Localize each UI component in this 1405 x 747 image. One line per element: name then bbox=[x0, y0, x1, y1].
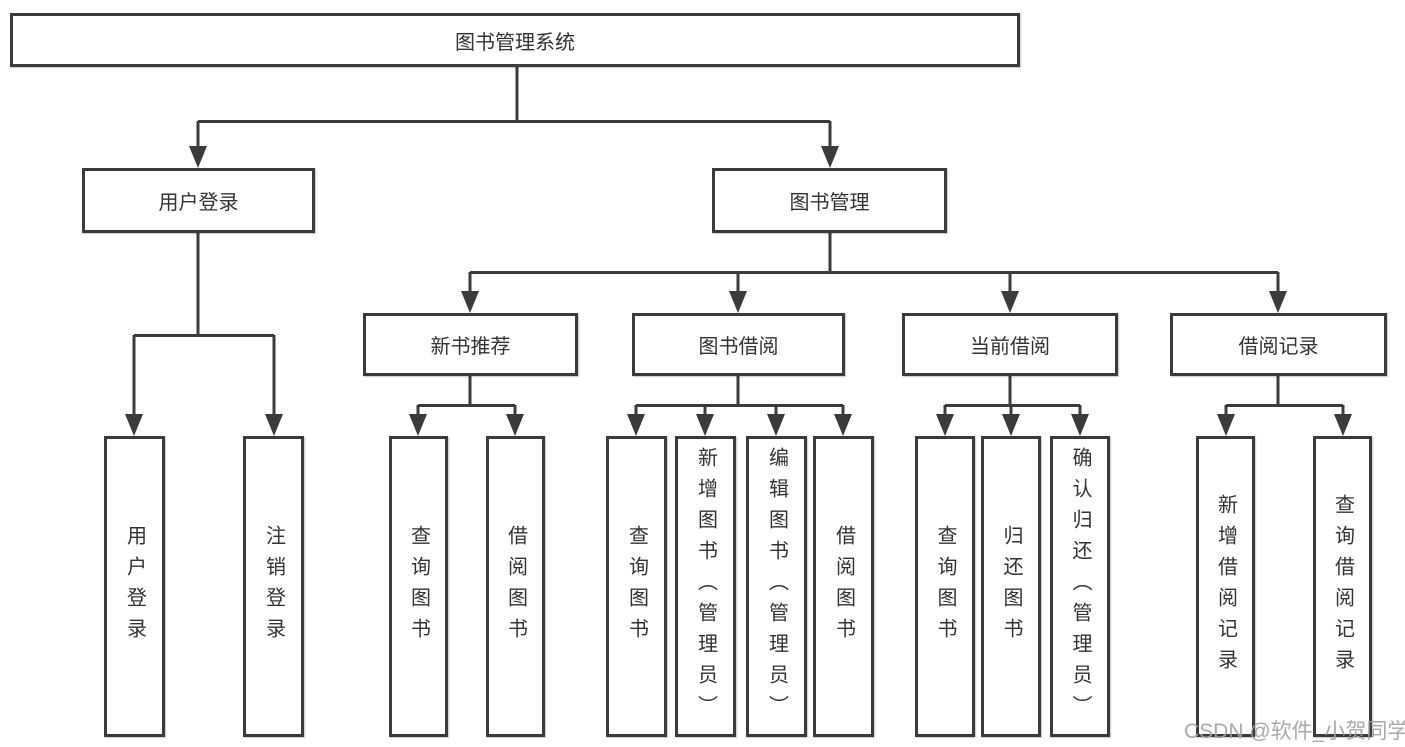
leaf-user-login-label: 用户登录 bbox=[123, 524, 146, 649]
arrow-down-icon bbox=[461, 291, 1287, 313]
leaf-rec-query-books: 查询图书 bbox=[389, 436, 448, 737]
branch-borrow-records bbox=[1224, 376, 1345, 416]
leaf-rec-borrow-books: 借阅图书 bbox=[486, 436, 545, 737]
leaf-cb-query-books-label: 查询图书 bbox=[934, 524, 956, 649]
node-user-login-label: 用户登录 bbox=[158, 192, 239, 214]
node-book-management-label: 图书管理 bbox=[789, 192, 870, 214]
node-user-login: 用户登录 bbox=[82, 168, 315, 233]
leaf-cb-return-books-label: 归还图书 bbox=[1000, 524, 1022, 649]
branch-current-borrow bbox=[943, 376, 1082, 416]
leaf-bb-add-books-admin: 新增图书（管理员） bbox=[675, 436, 736, 737]
leaf-br-add-record-label: 新增借阅记录 bbox=[1214, 493, 1237, 680]
node-current-borrowing: 当前借阅 bbox=[902, 313, 1118, 376]
node-current-borrowing-label: 当前借阅 bbox=[970, 336, 1050, 358]
leaf-bb-edit-books-admin: 编辑图书（管理员） bbox=[746, 436, 807, 737]
leaf-bb-query-books-label: 查询图书 bbox=[625, 524, 648, 649]
leaf-bb-query-books: 查询图书 bbox=[606, 436, 667, 737]
arrow-down-icon bbox=[125, 414, 283, 436]
node-book-borrowing: 图书借阅 bbox=[632, 313, 845, 376]
leaf-user-login: 用户登录 bbox=[104, 436, 165, 737]
branch-new-book-rec bbox=[416, 376, 517, 416]
leaf-rec-query-books-label: 查询图书 bbox=[407, 524, 430, 649]
leaf-cb-confirm-return-admin: 确认归还（管理员） bbox=[1050, 436, 1110, 737]
csdn-watermark: CSDN @软件_小贺同学 bbox=[1184, 720, 1405, 743]
node-new-book-recommendation-label: 新书推荐 bbox=[430, 336, 511, 358]
leaf-br-query-record: 查询借阅记录 bbox=[1313, 436, 1372, 737]
arrow-down-icon bbox=[936, 414, 1089, 436]
leaf-logout: 注销登录 bbox=[243, 436, 304, 737]
node-borrowing-records: 借阅记录 bbox=[1170, 313, 1387, 376]
leaf-rec-borrow-books-label: 借阅图书 bbox=[504, 524, 527, 649]
node-new-book-recommendation: 新书推荐 bbox=[363, 313, 578, 376]
branch-book-mgmt bbox=[468, 233, 1280, 293]
branch-root bbox=[196, 67, 832, 148]
node-book-borrowing-label: 图书借阅 bbox=[698, 336, 779, 358]
leaf-br-query-record-label: 查询借阅记录 bbox=[1331, 493, 1354, 680]
arrow-down-icon bbox=[1217, 414, 1352, 436]
leaf-cb-confirm-return-admin-label: 确认归还（管理员） bbox=[1069, 447, 1091, 726]
node-borrowing-records-label: 借阅记录 bbox=[1238, 336, 1319, 358]
leaf-bb-edit-books-admin-label: 编辑图书（管理员） bbox=[765, 447, 788, 726]
node-root: 图书管理系统 bbox=[10, 13, 1020, 67]
arrow-down-icon bbox=[189, 146, 839, 168]
leaf-bb-borrow-books: 借阅图书 bbox=[813, 436, 874, 737]
leaf-br-add-record: 新增借阅记录 bbox=[1196, 436, 1255, 737]
branch-book-borrow bbox=[634, 376, 845, 416]
branch-user-login bbox=[132, 233, 276, 416]
leaf-cb-return-books: 归还图书 bbox=[981, 436, 1041, 737]
leaf-cb-query-books: 查询图书 bbox=[915, 436, 975, 737]
leaf-bb-borrow-books-label: 借阅图书 bbox=[832, 524, 855, 649]
leaf-bb-add-books-admin-label: 新增图书（管理员） bbox=[694, 447, 717, 726]
node-root-label: 图书管理系统 bbox=[455, 31, 575, 54]
arrow-down-icon bbox=[627, 414, 852, 436]
arrow-down-icon bbox=[409, 414, 524, 436]
node-book-management: 图书管理 bbox=[712, 168, 947, 233]
leaf-logout-label: 注销登录 bbox=[262, 524, 285, 649]
